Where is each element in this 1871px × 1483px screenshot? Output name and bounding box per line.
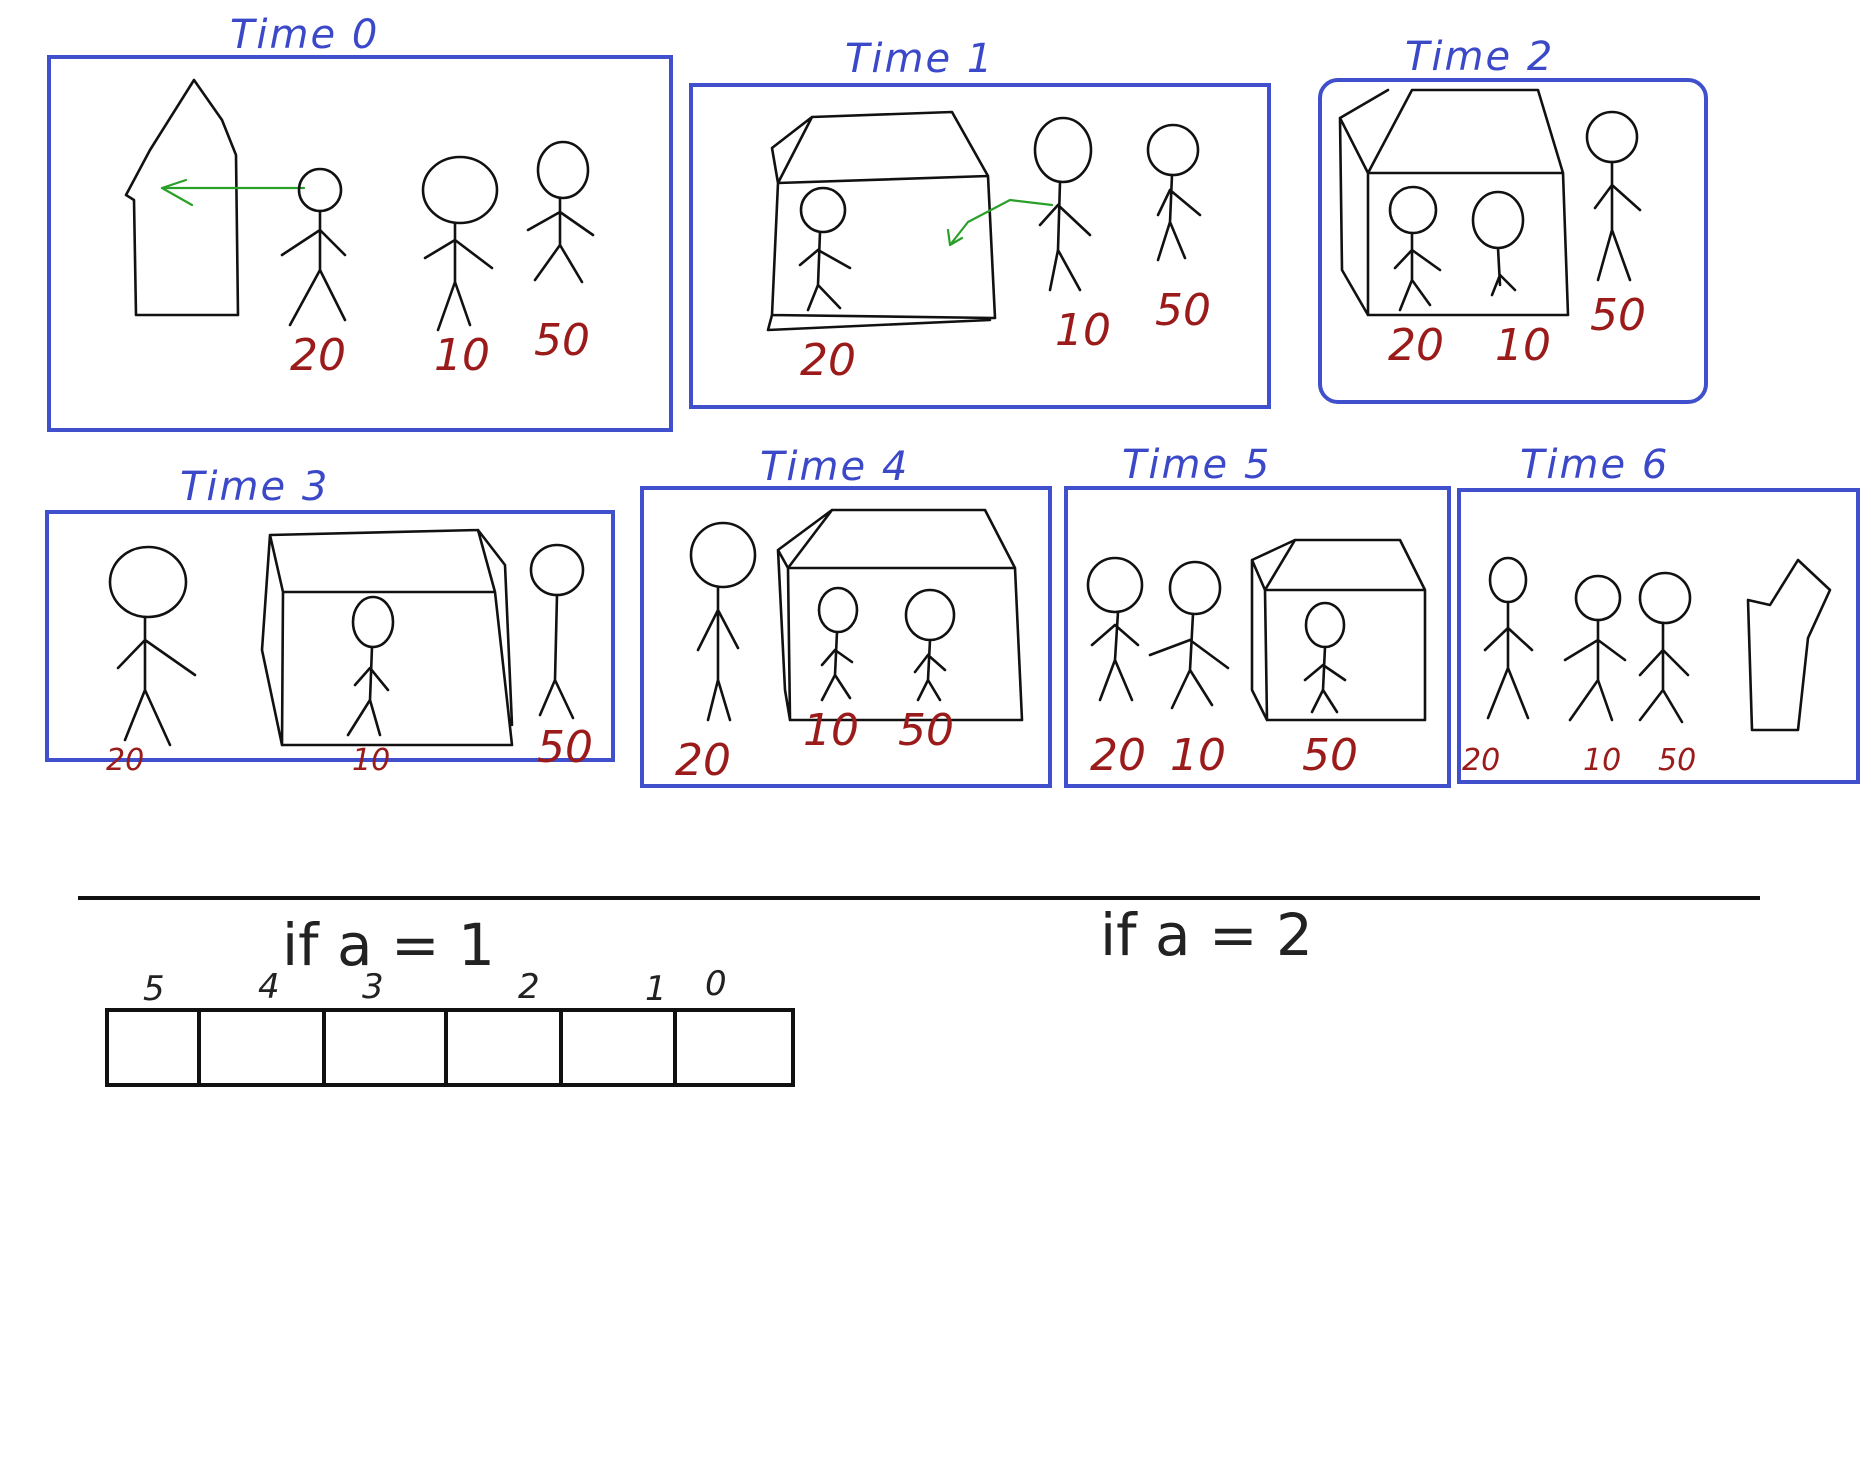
stick-figure: [346, 595, 395, 737]
array-cell: [673, 1008, 795, 1087]
panel-frame: [1457, 488, 1860, 784]
stick-figure: [798, 186, 852, 312]
panel-time-2: Time 2 20 10 50: [1318, 34, 1708, 404]
panel-frame: [1318, 78, 1708, 404]
panel-frame: [689, 83, 1271, 409]
panel-time-5: Time 5 20 10 50: [1064, 442, 1451, 788]
stick-figure: [421, 155, 499, 332]
person-label: 20: [675, 735, 731, 786]
house-drawing: [766, 110, 997, 332]
array-index: 5: [143, 969, 165, 1009]
array-cell: [559, 1008, 677, 1087]
panel-time-0: Time 0 20 10 50: [47, 12, 673, 432]
person-label: 50: [898, 705, 954, 756]
person-label: 50: [534, 315, 590, 366]
stick-figure: [1483, 556, 1534, 720]
stick-figure: [1303, 601, 1347, 714]
person-label: 10: [1055, 305, 1111, 356]
person-label: 50: [1658, 743, 1696, 778]
panel-time-4: Time 4 20 10 50: [640, 444, 1052, 788]
panel-title: Time 1: [845, 36, 994, 82]
person-label: 10: [1495, 320, 1551, 371]
panel-title: Time 3: [180, 464, 329, 510]
person-label: 20: [800, 335, 856, 386]
panel-title: Time 2: [1405, 34, 1554, 80]
panel-time-6: Time 6 20 10 50: [1457, 442, 1860, 784]
panel-title: Time 0: [230, 12, 379, 58]
stick-figure: [817, 586, 859, 702]
stick-figure: [904, 588, 956, 702]
person-label: 20: [106, 743, 144, 778]
stick-figure: [1388, 185, 1442, 312]
panel-frame: [1064, 486, 1451, 788]
stick-figure: [1563, 574, 1627, 722]
panel-time-1: Time 1 20 10 50: [689, 36, 1271, 409]
house-drawing: [260, 528, 514, 747]
stick-figure: [1585, 110, 1642, 282]
array-cells: [105, 1008, 795, 1087]
person-label: 10: [1170, 730, 1226, 781]
stick-figure: [689, 521, 757, 722]
panel-title: Time 6: [1520, 442, 1669, 488]
stick-figure: [529, 543, 585, 720]
stick-figure: [1148, 560, 1230, 710]
stick-figure: [1638, 571, 1692, 724]
array-index: 3: [362, 967, 384, 1007]
array-cell: [105, 1008, 201, 1087]
hut-drawing: [124, 78, 240, 317]
person-label: 20: [1090, 730, 1146, 781]
array-cell: [444, 1008, 563, 1087]
note-left: if a = 1: [282, 911, 495, 979]
person-label: 10: [1583, 743, 1621, 778]
person-label: 10: [434, 330, 490, 381]
panel-frame: [640, 486, 1052, 788]
person-label: 20: [1388, 320, 1444, 371]
array-index: 4: [258, 967, 280, 1007]
panel-title: Time 5: [1122, 442, 1271, 488]
note-right: if a = 2: [1100, 901, 1313, 969]
stick-figure: [1471, 190, 1525, 297]
person-label: 50: [1155, 285, 1211, 336]
person-label: 10: [803, 705, 859, 756]
person-label: 20: [290, 330, 346, 381]
panel-frame: [45, 510, 615, 762]
stick-figure: [526, 140, 595, 284]
hut-drawing: [1746, 558, 1832, 732]
array-index: 2: [518, 967, 540, 1007]
move-arrow: [160, 178, 306, 207]
person-label: 20: [1462, 743, 1500, 778]
stick-figure: [1146, 123, 1202, 262]
person-label: 10: [352, 743, 390, 778]
array-cell: [322, 1008, 448, 1087]
array-indices: 5 4 3 2 1 0: [143, 964, 727, 1009]
house-drawing: [776, 508, 1024, 722]
stick-figure: [1086, 556, 1144, 702]
house-drawing: [1338, 88, 1570, 317]
house-drawing: [1250, 538, 1427, 722]
person-label: 50: [1302, 730, 1358, 781]
person-label: 50: [537, 722, 593, 773]
array-index: 1: [645, 969, 667, 1009]
panel-title: Time 4: [760, 444, 909, 490]
move-arrow: [946, 198, 1054, 247]
stick-figure: [280, 167, 347, 327]
array-cell: [197, 1008, 326, 1087]
panel-time-3: Time 3 20 10 50: [45, 464, 615, 778]
stick-figure: [1033, 116, 1093, 292]
panel-frame: [47, 55, 673, 432]
stick-figure: [108, 545, 197, 747]
array-index: 0: [705, 964, 727, 1004]
person-label: 50: [1590, 290, 1646, 341]
